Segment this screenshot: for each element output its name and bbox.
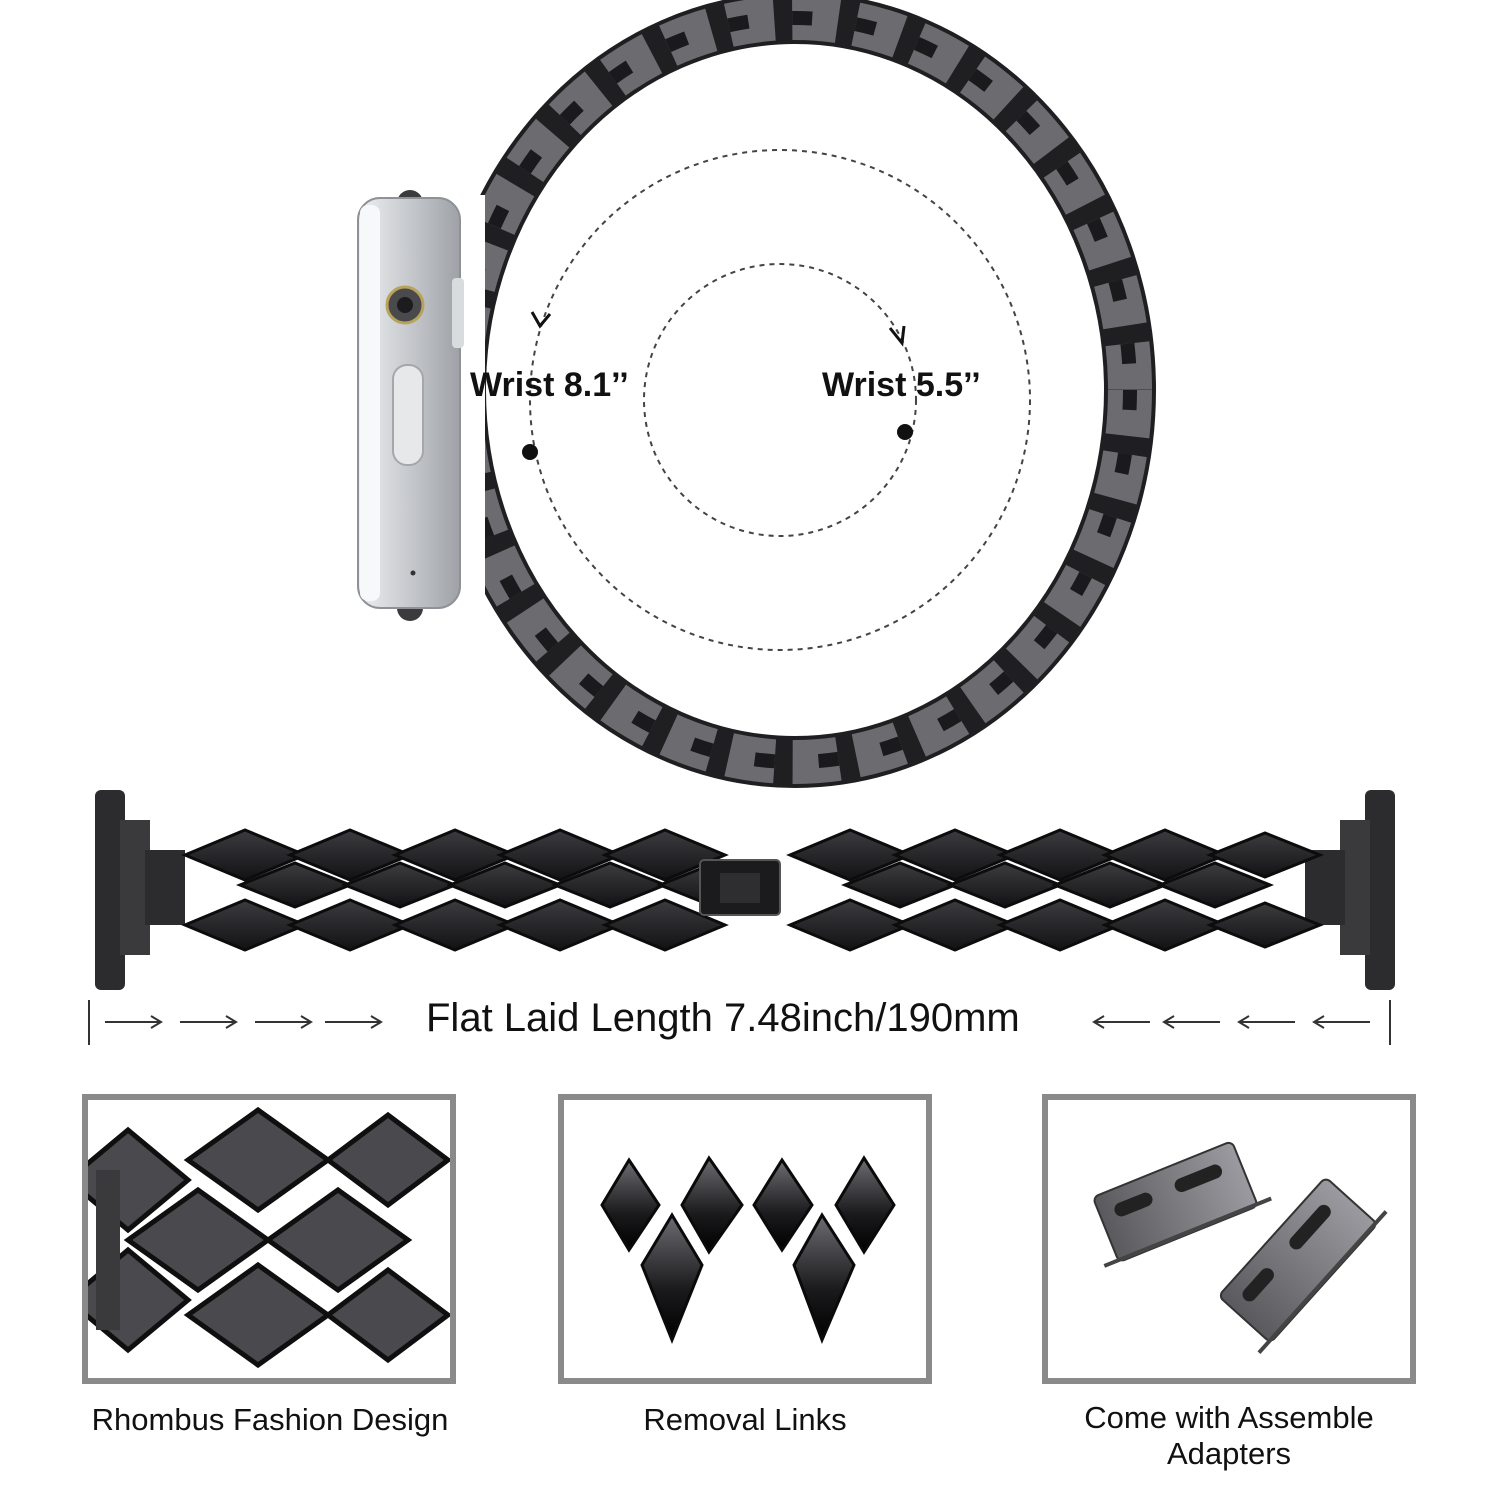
wrist-small-label: Wrist 5.5’’	[822, 366, 981, 404]
caption-adapters-line1: Come with Assemble	[1084, 1400, 1374, 1435]
wrist-size-diagram	[510, 140, 1050, 660]
caption-adapters-line2: Adapters	[1166, 1436, 1292, 1471]
feature-frame-links	[558, 1094, 932, 1384]
wrist-large-label: Wrist 8.1’’	[470, 366, 629, 404]
feature-frame-adapters	[1042, 1094, 1416, 1384]
flat-band-image	[90, 785, 1400, 995]
caption-removal-links: Removal Links	[643, 1402, 847, 1437]
watch-band-loop-image	[330, 0, 1180, 790]
feature-frame-rhombus	[82, 1094, 456, 1384]
length-indicator	[85, 995, 1395, 1050]
flat-length-label: Flat Laid Length 7.48inch/190mm	[426, 996, 1020, 1040]
caption-rhombus: Rhombus Fashion Design	[91, 1402, 449, 1437]
